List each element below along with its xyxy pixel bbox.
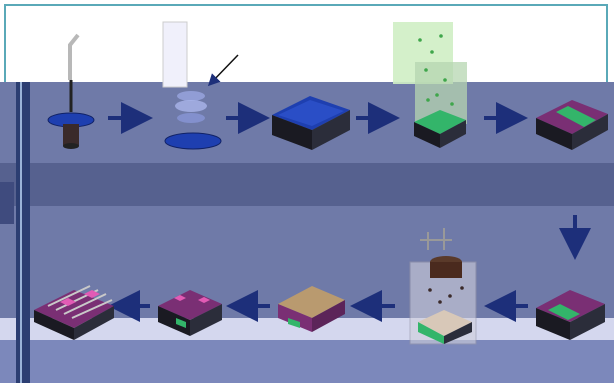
wired-device-icon — [34, 285, 114, 340]
sputter-chamber-icon — [409, 228, 477, 345]
left-edge — [0, 182, 14, 224]
spin-coater-icon — [47, 33, 95, 149]
blue-block-icon — [272, 96, 350, 150]
band-footer — [0, 340, 614, 383]
left-rail — [16, 82, 30, 383]
purple-green-block-icon — [536, 290, 605, 340]
pad-block-icon — [158, 290, 222, 336]
deposition-chamber-icon — [393, 22, 467, 148]
band-middle — [0, 163, 614, 206]
green-strip-block-icon — [536, 100, 608, 150]
tan-block-icon — [278, 286, 345, 332]
uv-exposure-icon — [162, 21, 239, 150]
